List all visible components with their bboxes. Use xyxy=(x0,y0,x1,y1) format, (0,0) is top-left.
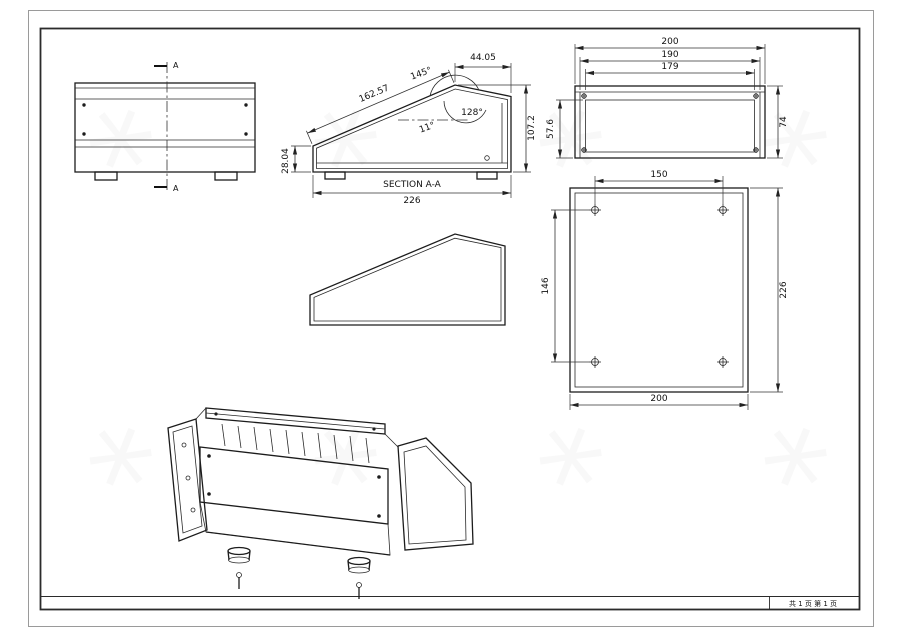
dim-bottom-height-label: 226 xyxy=(779,281,789,298)
sheet-frame: 共 1 页 第 1 页 xyxy=(28,10,874,627)
dim-rear-width-outer: 200 xyxy=(574,37,766,84)
iso-screw-1 xyxy=(236,572,242,589)
dim-hole-spacing-x: 150 xyxy=(594,170,724,204)
page-footer: 共 1 页 第 1 页 xyxy=(789,599,837,608)
dim-rear-width-outer-label: 200 xyxy=(661,37,678,47)
rear-view: 179 190 200 74 xyxy=(546,37,789,159)
dim-rear-height: 107.2 xyxy=(458,84,537,173)
section-outline xyxy=(312,84,512,173)
dim-rear-width-mid: 190 xyxy=(579,50,761,90)
front-view-outline xyxy=(74,82,256,181)
isometric-view xyxy=(167,407,474,599)
dim-hole-spacing-y: 146 xyxy=(541,209,589,363)
dim-top-width-label: 44.05 xyxy=(470,53,496,63)
dim-depth: 226 xyxy=(312,175,512,206)
iso-foot-1 xyxy=(227,546,251,564)
iso-front-panel xyxy=(199,446,389,525)
dim-front-height: 28.04 xyxy=(281,145,311,174)
dim-rear-height-left-label: 57.6 xyxy=(546,119,556,139)
rear-corner-screws xyxy=(581,93,759,153)
front-view-details xyxy=(75,87,255,148)
dim-top-width: 44.05 xyxy=(454,53,512,93)
bottom-view: 150 146 226 200 xyxy=(541,170,789,410)
dim-peak-angle-label: 145° xyxy=(409,66,433,83)
dim-slope-angle-label: 11° xyxy=(418,121,436,136)
dim-front-height-label: 28.04 xyxy=(281,148,291,174)
dim-slope-length: 162.57 xyxy=(306,69,455,144)
iso-foot-2 xyxy=(347,556,371,574)
dim-inner-angle-label: 128° xyxy=(461,108,483,118)
iso-right-panel xyxy=(397,437,474,551)
iso-left-bracket xyxy=(167,418,208,542)
dim-rear-width-inner: 179 xyxy=(585,62,755,90)
dim-inner-angle: 128° xyxy=(443,100,487,124)
section-marker-bottom: A xyxy=(173,184,179,193)
dim-slope-length-label: 162.57 xyxy=(358,83,391,105)
dim-bottom-width-label: 200 xyxy=(650,394,667,404)
dim-rear-height-left: 57.6 xyxy=(546,99,583,159)
dim-rear-height-label: 107.2 xyxy=(527,115,537,141)
front-screws xyxy=(82,103,248,136)
iso-screw-2 xyxy=(356,582,362,599)
dim-rear-width-inner-label: 179 xyxy=(661,62,678,72)
bottom-holes xyxy=(589,204,729,368)
front-view: A A xyxy=(74,61,256,193)
section-cut-line: A A xyxy=(154,61,179,193)
dim-rear-height-right-label: 74 xyxy=(779,116,789,128)
iso-vent-lines xyxy=(221,423,370,464)
side-profile-outline xyxy=(309,233,506,326)
dim-bottom-width: 200 xyxy=(569,394,749,410)
section-marker-top: A xyxy=(173,61,179,70)
dim-rear-height-right: 74 xyxy=(767,85,789,159)
side-profile-view xyxy=(309,233,506,326)
dim-depth-label: 226 xyxy=(403,196,420,206)
dim-bottom-height: 226 xyxy=(750,187,789,393)
dim-hole-spacing-y-label: 146 xyxy=(541,277,551,294)
section-title: SECTION A-A xyxy=(383,180,442,190)
dim-rear-width-mid-label: 190 xyxy=(661,50,678,60)
section-view: 28.04 162.57 145° 128° 11° xyxy=(281,53,537,206)
dim-hole-spacing-x-label: 150 xyxy=(650,170,667,180)
dim-slope-angle: 11° xyxy=(418,121,436,136)
